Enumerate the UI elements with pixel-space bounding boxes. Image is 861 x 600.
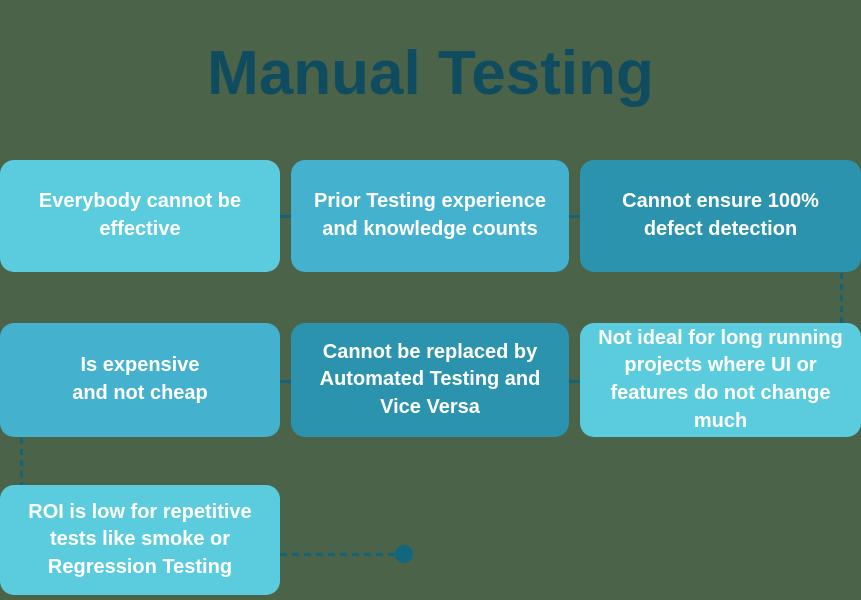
card-not-ideal-long-running-projects: Not ideal for long running projects wher… [580, 323, 861, 437]
card-text: ROI is low for repetitive tests like smo… [28, 500, 252, 578]
card-text: Prior Testing experience and knowledge c… [314, 190, 546, 240]
connector-card5-card6 [569, 380, 580, 383]
card-is-expensive: Is expensive and not cheap [0, 323, 280, 437]
connector-card4-card5 [280, 380, 291, 383]
connector-card7-endpoint [280, 553, 396, 556]
card-text: Cannot be replaced by Automated Testing … [319, 340, 541, 418]
card-prior-testing-experience: Prior Testing experience and knowledge c… [291, 160, 569, 272]
card-roi-is-low: ROI is low for repetitive tests like smo… [0, 485, 280, 595]
card-text: Cannot ensure 100% defect detection [622, 190, 819, 240]
connector-card1-card2 [280, 215, 291, 218]
card-text: Is expensive and not cheap [72, 354, 208, 404]
connector-card3-card6 [840, 273, 843, 323]
connector-end-dot [395, 545, 413, 563]
card-text: Everybody cannot be effective [38, 190, 242, 240]
connector-card2-card3 [569, 215, 580, 218]
card-text: Not ideal for long running projects wher… [598, 326, 843, 432]
connector-card4-card7 [20, 438, 23, 485]
card-cannot-ensure-defect-detection: Cannot ensure 100% defect detection [580, 160, 861, 272]
card-everybody-cannot-be-effective: Everybody cannot be effective [0, 160, 280, 272]
card-cannot-be-replaced-by-automation: Cannot be replaced by Automated Testing … [291, 323, 569, 437]
page-title: Manual Testing [207, 39, 654, 108]
